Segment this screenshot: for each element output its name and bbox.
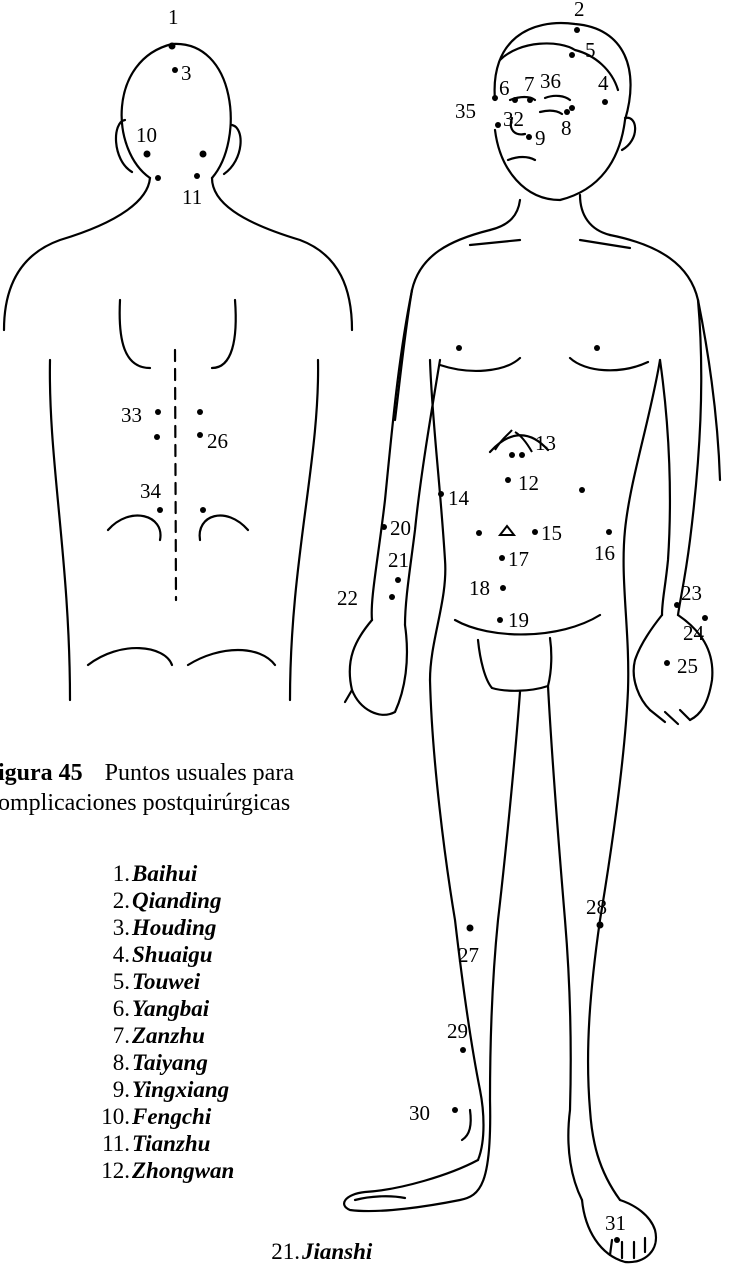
point-label: 15: [541, 521, 562, 545]
point-label: 31: [605, 1211, 626, 1235]
xiphoid-mark: [495, 430, 532, 452]
figure-number: igura 45: [0, 760, 83, 786]
point-label: 35: [455, 99, 476, 123]
list-item: 11.Tianzhu: [92, 1130, 234, 1157]
point-label: 33: [121, 403, 142, 427]
point-label: 2: [574, 0, 585, 21]
point-label: 10: [136, 123, 157, 147]
front-figure-outline: [344, 23, 720, 1262]
point-label: 6: [499, 76, 510, 100]
list-item: 8.Taiyang: [92, 1049, 234, 1076]
point-label: 28: [586, 895, 607, 919]
list-item: 12.Zhongwan: [92, 1157, 234, 1184]
point-label: 36: [540, 69, 561, 93]
point-label: 25: [677, 654, 698, 678]
point-label: 34: [140, 479, 162, 503]
point-label: 13: [535, 431, 556, 455]
list-item: 1.Baihui: [92, 860, 234, 887]
point-label: 16: [594, 541, 615, 565]
list-item: 9.Yingxiang: [92, 1076, 234, 1103]
points-list-col2: 21.Jianshi: [262, 1238, 372, 1265]
point-label: 30: [409, 1101, 430, 1125]
list-item: 7.Zanzhu: [92, 1022, 234, 1049]
points-list: 1.Baihui 2.Qianding 3.Houding 4.Shuaigu …: [92, 860, 234, 1184]
point-label: 23: [681, 581, 702, 605]
point-label: 12: [518, 471, 539, 495]
point-label: 1: [168, 5, 179, 29]
navel-mark: [500, 526, 514, 535]
point-label: 3: [181, 61, 192, 85]
point-label: 19: [508, 608, 529, 632]
caption-line-1: Puntos usuales para: [105, 760, 294, 786]
point-label: 7: [524, 72, 535, 96]
list-item: 6.Yangbai: [92, 995, 234, 1022]
back-figure-outline: [4, 44, 352, 700]
point-label: 24: [683, 621, 705, 645]
caption-line-2: omplicaciones postquirúrgicas: [0, 788, 294, 818]
list-item: 4.Shuaigu: [92, 941, 234, 968]
point-label: 21: [388, 548, 409, 572]
point-label: 26: [207, 429, 228, 453]
point-label: 18: [469, 576, 490, 600]
point-label: 5: [585, 38, 596, 62]
list-item: 21.Jianshi: [262, 1238, 372, 1265]
list-item: 2.Qianding: [92, 887, 234, 914]
point-label: 32: [503, 107, 524, 131]
point-label: 22: [337, 586, 358, 610]
point-label: 4: [598, 71, 609, 95]
point-label: 8: [561, 116, 572, 140]
list-item: 3.Houding: [92, 914, 234, 941]
point-label: 27: [458, 943, 479, 967]
point-label: 11: [182, 185, 202, 209]
point-label: 29: [447, 1019, 468, 1043]
point-label: 20: [390, 516, 411, 540]
figure-caption: igura 45 Puntos usuales para omplicacione…: [0, 758, 294, 818]
list-item: 10.Fengchi: [92, 1103, 234, 1130]
point-label: 14: [448, 486, 470, 510]
point-label: 17: [508, 547, 529, 571]
point-label: 9: [535, 126, 546, 150]
list-item: 5.Touwei: [92, 968, 234, 995]
